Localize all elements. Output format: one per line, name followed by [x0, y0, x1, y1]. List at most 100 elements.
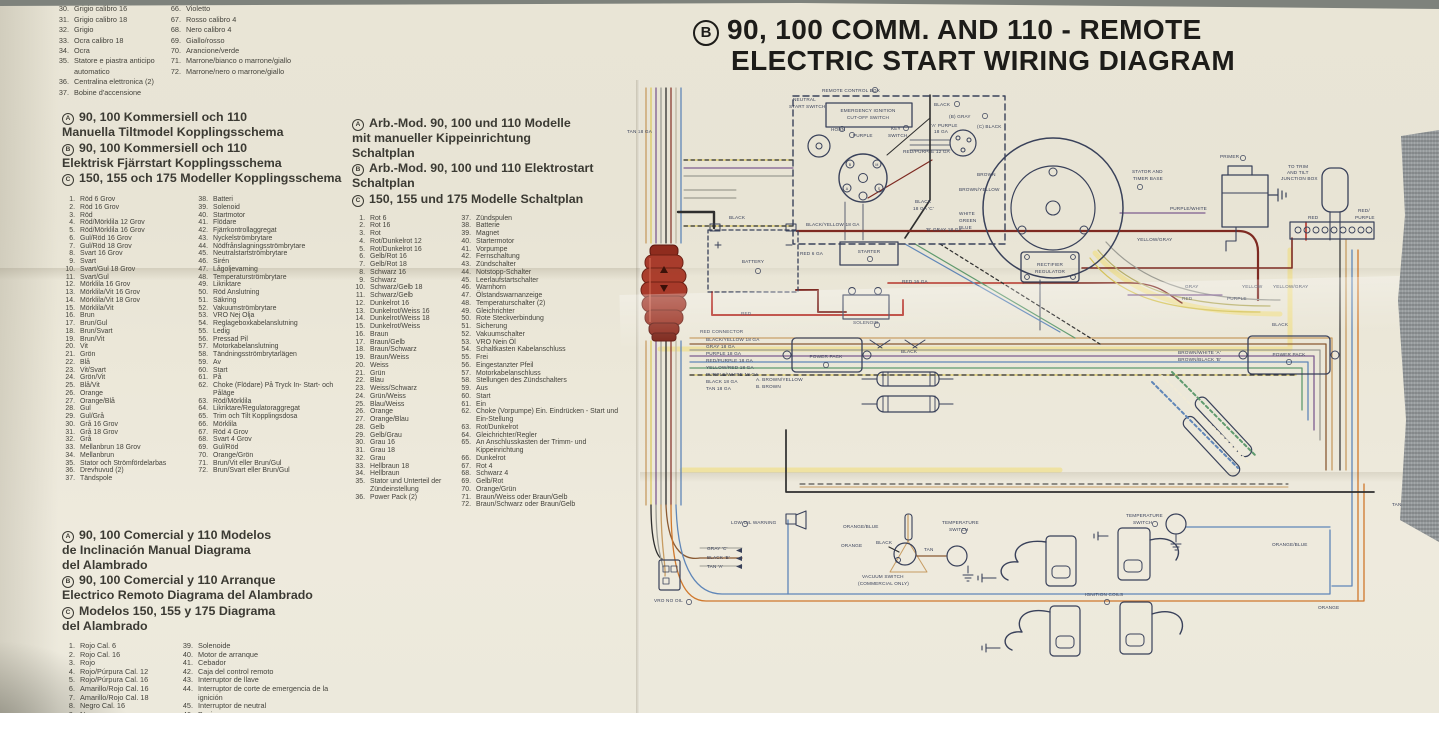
legend-item-number: 3. [359, 230, 365, 237]
legend-item-text: Grau 18 [370, 447, 395, 454]
diagram-label: SOLENOID [853, 320, 879, 325]
legend-item-number: 46. [182, 709, 193, 719]
legend-item-number: 38. [461, 222, 471, 230]
legend-item-number: 33. [65, 444, 75, 451]
legend-item-text: Marrone/bianco o marrone/giallo [186, 56, 292, 66]
diagram-label: VRO NO OIL [654, 598, 683, 603]
legend-item-number: 42. [182, 666, 193, 676]
diagram-label: YELLOW/GRAY [1273, 284, 1309, 289]
legend-item-number: 4. [69, 219, 75, 227]
legend-item-text: Brun [80, 312, 95, 320]
legend-item-text: Ledig [213, 327, 230, 335]
legend-item-number: 49. [461, 307, 471, 315]
legend-item-text: Hellbraun [370, 470, 400, 478]
legend-item-text: Mörklila/Vit 16 Grov [80, 289, 140, 296]
legend-item: 60.Start [195, 367, 337, 375]
legend-item: 58.Tändningsströmbrytarlägen [195, 351, 337, 359]
legend-item-text: Aus [476, 385, 488, 392]
legend-item-text: Cebador [198, 658, 226, 668]
legend-item-text: Dunkelrot [476, 454, 506, 462]
legend-item-text: Amarillo/Rojo Cal. 16 [80, 683, 149, 693]
diagram-label: 18 GA [934, 129, 949, 134]
legend-item-text: Gul [80, 405, 91, 413]
legend-item-text: Orange/Grön [213, 451, 254, 459]
legend-item-text: Gelb/Grau [370, 431, 402, 439]
legend-item-text: Grigio [74, 25, 94, 35]
diagram-label: BLACK [876, 540, 893, 545]
legend-item-text: Rot 6 [370, 214, 387, 222]
legend-item-text: Rojo Cal. 16 [80, 650, 174, 660]
legend-item: 14.Dunkelrot/Weiss 18 [352, 315, 454, 323]
diagram-label: PURPLE/WHITE [1170, 206, 1207, 211]
legend-item: 31.Grau 18 [352, 447, 454, 455]
legend-item-text: Lågoljevarning [213, 266, 337, 274]
diagram-label: GRAY 18 GA [706, 344, 736, 349]
legend-item-text: Motorkabelanslutning [213, 343, 279, 351]
legend-item-text: Gelb/Rot 16 [370, 253, 407, 261]
legend-item-text: Vit/Svart [80, 366, 106, 374]
vro-no-oil-connector [658, 559, 681, 591]
legend-item: 33.Mellanbrun 18 Grov [62, 444, 190, 452]
legend-item-text: Brun/Gul [80, 320, 108, 327]
diagram-label: PRIMER [1220, 154, 1240, 159]
section-marker: C [62, 606, 74, 619]
diagram-label: TEMPERATURE [1126, 513, 1163, 518]
legend-header-line: Schaltplan [352, 145, 415, 160]
legend-item-number: 5. [359, 245, 365, 253]
fold-crease-vertical [636, 80, 640, 713]
legend-item: 4.Röd/Mörklila 12 Grov [62, 219, 190, 227]
legend-item: 21.Grön [62, 351, 190, 359]
legend-item-text: Caja del control remoto [198, 666, 274, 676]
legend-item: 35.Statore e piastra anticipo automatico [56, 56, 164, 77]
legend-item-number: 59. [198, 358, 208, 366]
legend-item-text: Grigio calibro 16 [74, 4, 128, 14]
legend-item: 17.Braun/Gelb [352, 339, 454, 347]
legend-item-text: Stator und Unterteil der Zündeinstellung [370, 478, 442, 493]
legend-item: 30.Grå 16 Grov [62, 421, 190, 429]
legend-item-number: 25. [65, 382, 75, 389]
legend-item-number: 1. [359, 214, 365, 222]
legend-item-text: Batterie [476, 222, 500, 230]
legend-item-number: 32. [355, 454, 365, 462]
legend-italian-col2: 65.Alla scatola di raccordo assetto/alza… [168, 3, 358, 98]
legend-item: 12.Mörklila 16 Grov [62, 281, 190, 289]
legend-item: 42.Fernschaltung [458, 253, 630, 261]
legend-item-text: Rot/Dunkelrot [476, 423, 519, 431]
legend-item-number: 66. [198, 420, 208, 428]
legend-item-number: 14. [355, 315, 365, 323]
legend-item-text: Röd/Mörklila 16 Grov [80, 227, 145, 234]
legend-item-text: Röd 16 Grov [80, 203, 120, 211]
legend-item-number: 56. [198, 335, 208, 343]
legend-item: 67.Rosso calibro 4 [168, 15, 358, 25]
diagram-label: AND TILT [1287, 170, 1309, 175]
stator-leads [904, 212, 1281, 345]
legend-item-number: 28. [65, 405, 75, 413]
legend-item: 72.Brun/Svart eller Brun/Gul [195, 467, 337, 475]
legend-item-number: 72. [461, 501, 471, 509]
legend-header-line: Schaltplan [352, 176, 415, 190]
legend-item: 72.Marrone/nero o marrone/giallo [168, 67, 358, 77]
ignition-coil-2 [977, 535, 1077, 587]
legend-item-text: Violetto [186, 4, 211, 14]
legend-item-text: Neutralstartströmbrytare [213, 250, 288, 258]
legend-item: 16.Braun [352, 331, 454, 339]
legend-item-text: Power Pack (2) [370, 493, 418, 501]
legend-item-number: 37. [461, 214, 471, 222]
ignition-coil-3 [1119, 601, 1184, 655]
legend-item-number: 2. [69, 203, 75, 211]
legend-item-text: Marrone/nero o marrone/giallo [186, 66, 285, 76]
legend-item-text: Stellungen des Zündschalters [476, 377, 567, 385]
legend-item: 20.Weiss [352, 362, 454, 370]
legend-item-number: 1. [62, 641, 75, 651]
legend-item-text: Weiss [370, 361, 389, 369]
legend-item-text: Rot/Dunkelrot 16 [370, 245, 422, 253]
legend-item-text: Alla scatola di raccordo assetto/alzata [186, 3, 358, 4]
legend-item: 43.Interruptor de llave [180, 676, 340, 685]
legend-item: 64.Likriktare/Regulatoraggregat [195, 405, 337, 413]
legend-item: 63.Rot/Dunkelrot [458, 424, 630, 432]
legend-item: 46.Sirén [195, 258, 337, 266]
diagram-label: JUNCTION BOX [1281, 176, 1318, 181]
diagram-label: START SWITCH [789, 104, 825, 109]
legend-item-text: Reglageboxkabelanslutning [213, 320, 298, 327]
